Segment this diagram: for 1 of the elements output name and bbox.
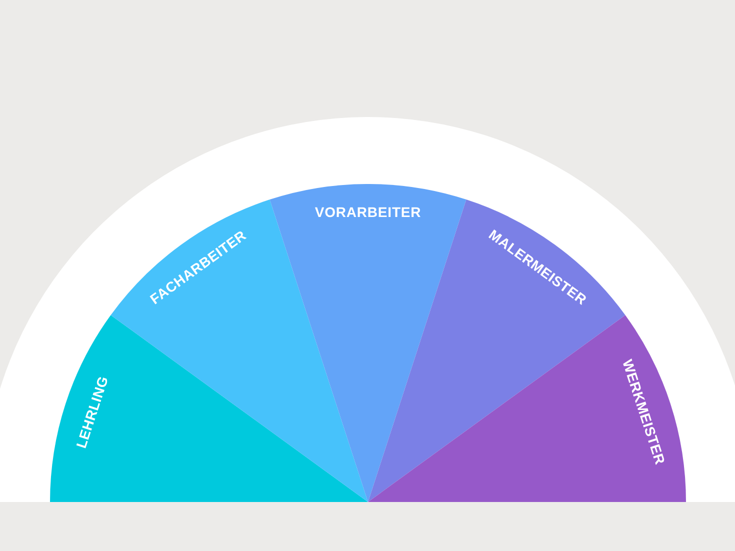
segment-label: VORARBEITER xyxy=(314,204,422,220)
